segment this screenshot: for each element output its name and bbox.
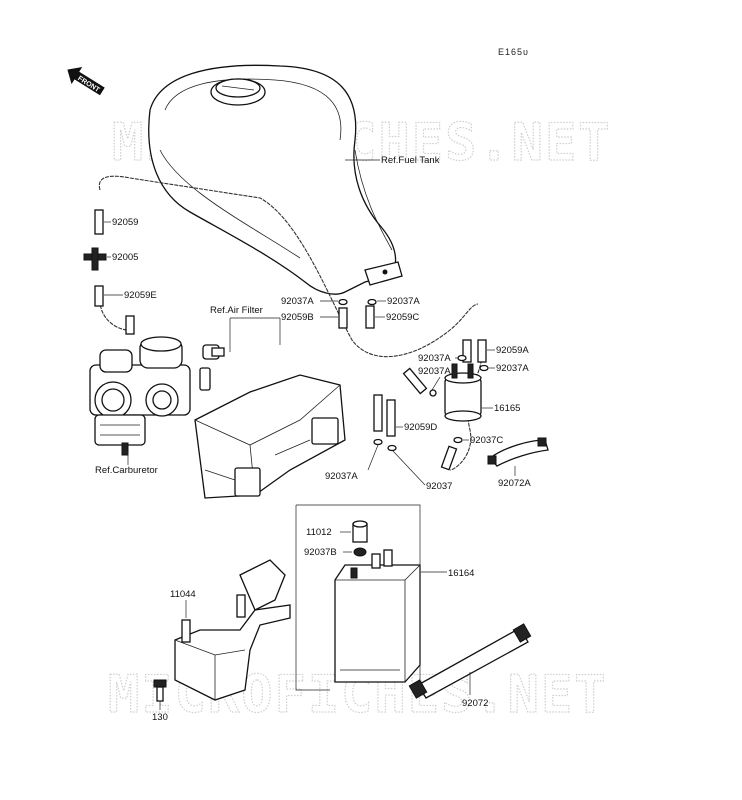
hose-92059E-b — [125, 315, 135, 335]
bolt-130 — [153, 679, 167, 702]
hose-92059D-a — [373, 394, 383, 432]
label-92072: 92072 — [462, 698, 488, 709]
cap-11012 — [352, 520, 368, 543]
label-92037: 92037 — [426, 481, 452, 492]
clamp-92037B — [353, 547, 367, 557]
fitting-92005 — [83, 247, 107, 271]
label-92037C: 92037C — [470, 435, 503, 446]
label-92059A: 92059A — [496, 345, 529, 356]
label-92059: 92059 — [112, 217, 138, 228]
separator-16165 — [429, 363, 482, 422]
label-92037A-a: 92037A — [418, 353, 451, 364]
hose-92059E — [94, 285, 104, 307]
strap-92072 — [408, 623, 532, 699]
label-92037A-left: 92037A — [281, 296, 314, 307]
hose-92059C — [365, 305, 375, 329]
air-filter — [194, 344, 346, 499]
bracket-92072A — [487, 437, 549, 467]
hose-92059D-b — [386, 399, 396, 437]
hose-drain-short — [440, 445, 458, 471]
label-16165: 16165 — [494, 403, 520, 414]
fuel-tank — [148, 64, 403, 295]
label-92059E: 92059E — [124, 290, 157, 301]
label-92059D: 92059D — [404, 422, 437, 433]
carburetor — [89, 336, 191, 456]
vent-hose-front — [98, 175, 479, 358]
label-92037A-b: 92037A — [418, 366, 451, 377]
canister-16164 — [334, 549, 421, 683]
label-11044: 11044 — [170, 589, 196, 600]
clamp-92037A-c — [479, 364, 489, 372]
label-air-filter: Ref.Air Filter — [210, 305, 263, 316]
clamp-92037A-d — [373, 438, 383, 446]
clamp-92037A-left — [338, 298, 348, 306]
label-11012: 11012 — [306, 527, 332, 538]
label-130: 130 — [152, 712, 168, 723]
clamp-92037 — [387, 444, 397, 452]
label-carburetor: Ref.Carburetor — [95, 465, 158, 476]
label-16164: 16164 — [448, 568, 474, 579]
label-92037A-c: 92037A — [496, 363, 529, 374]
label-92037A-d: 92037A — [325, 471, 358, 482]
hose-92059B — [338, 307, 348, 329]
label-fuel-tank: Ref.Fuel Tank — [381, 155, 440, 166]
vent-hose-lower — [99, 299, 129, 331]
clamp-92037A-a — [457, 354, 467, 362]
label-92005: 92005 — [112, 252, 138, 263]
hose-92059A-b — [477, 339, 487, 363]
diagram-code: E165υ — [498, 47, 529, 57]
label-92059C: 92059C — [386, 312, 419, 323]
front-arrow-icon: FRONT — [67, 66, 105, 96]
label-92059B: 92059B — [281, 312, 314, 323]
hose-short-angled — [402, 367, 428, 395]
clamp-92037C — [453, 436, 463, 444]
hose-92059 — [94, 209, 104, 235]
label-92037B: 92037B — [304, 547, 337, 558]
label-92037A-right: 92037A — [387, 296, 420, 307]
bracket-11044 — [174, 559, 291, 701]
clamp-92037A-right — [367, 298, 377, 306]
label-92072A: 92072A — [498, 478, 531, 489]
hose-92059A-a — [462, 339, 472, 363]
